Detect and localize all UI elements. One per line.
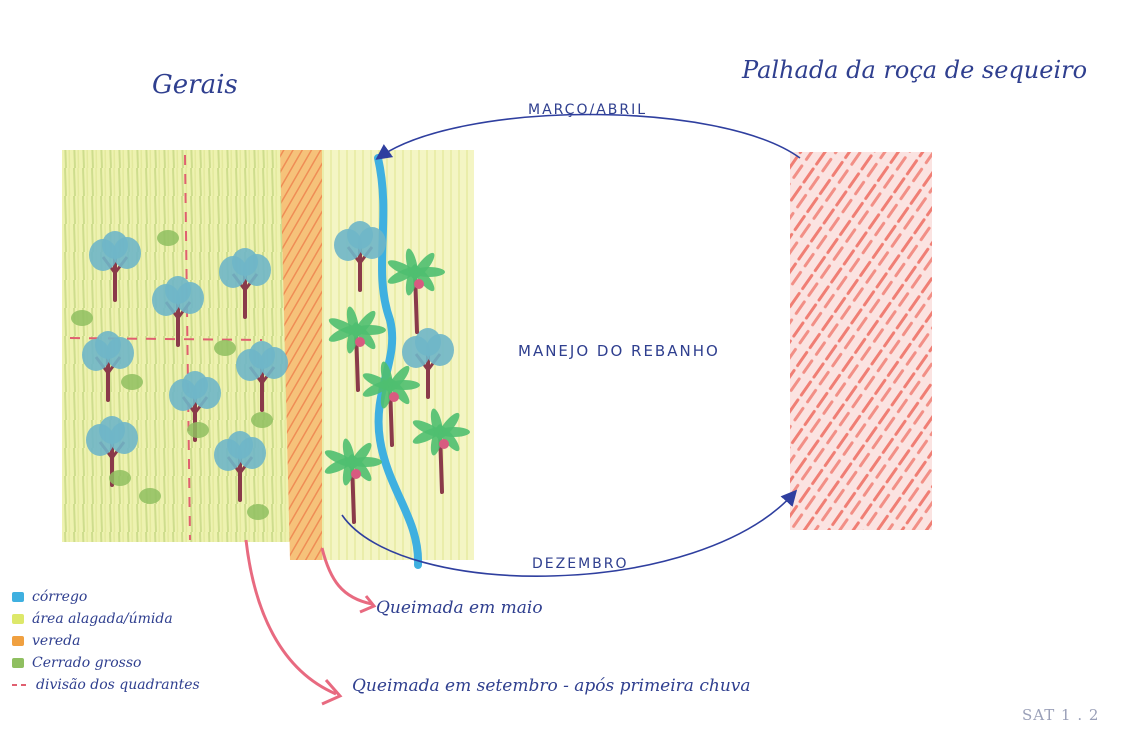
label-burn-september: Queimada em setembro - após primeira chu… (352, 676, 751, 696)
title-gerais: Gerais (152, 70, 238, 100)
legend-label: córrego (32, 589, 87, 605)
shrub-icon (139, 488, 161, 504)
shrub-icon (187, 422, 209, 438)
legend-item-cerrado: Cerrado grosso (12, 652, 200, 674)
shrub-icon (121, 374, 143, 390)
legend-swatch-wet-area (12, 614, 24, 624)
title-straw-field: Palhada da roça de sequeiro (742, 56, 1087, 84)
legend-label: divisão dos quadrantes (36, 677, 200, 693)
label-burn-may: Queimada em maio (376, 598, 543, 618)
legend-item-wet-area: área alagada/úmida (12, 608, 200, 630)
straw-field (790, 152, 932, 530)
legend-swatch-dash (12, 684, 28, 686)
legend-label: Cerrado grosso (32, 655, 141, 671)
arrow-burn-september (246, 540, 336, 694)
legend-item-quadrant-division: divisão dos quadrantes (12, 674, 200, 696)
legend-swatch-vereda (12, 636, 24, 646)
label-march-april: MARÇO/ABRIL (528, 102, 647, 118)
legend-label: área alagada/úmida (32, 611, 173, 627)
legend-swatch-stream (12, 592, 24, 602)
label-herd-management: MANEJO DO REBANHO (518, 342, 720, 360)
legend-label: vereda (32, 633, 80, 649)
shrub-icon (247, 504, 269, 520)
sheet-code: SAT 1 . 2 (1022, 706, 1099, 724)
shrub-icon (251, 412, 273, 428)
legend: córrego área alagada/úmida vereda Cerrad… (12, 586, 200, 696)
shrub-icon (71, 310, 93, 326)
legend-item-vereda: vereda (12, 630, 200, 652)
label-december: DEZEMBRO (532, 556, 629, 572)
legend-item-stream: córrego (12, 586, 200, 608)
shrub-icon (157, 230, 179, 246)
legend-swatch-cerrado (12, 658, 24, 668)
shrub-icon (214, 340, 236, 356)
shrub-icon (109, 470, 131, 486)
